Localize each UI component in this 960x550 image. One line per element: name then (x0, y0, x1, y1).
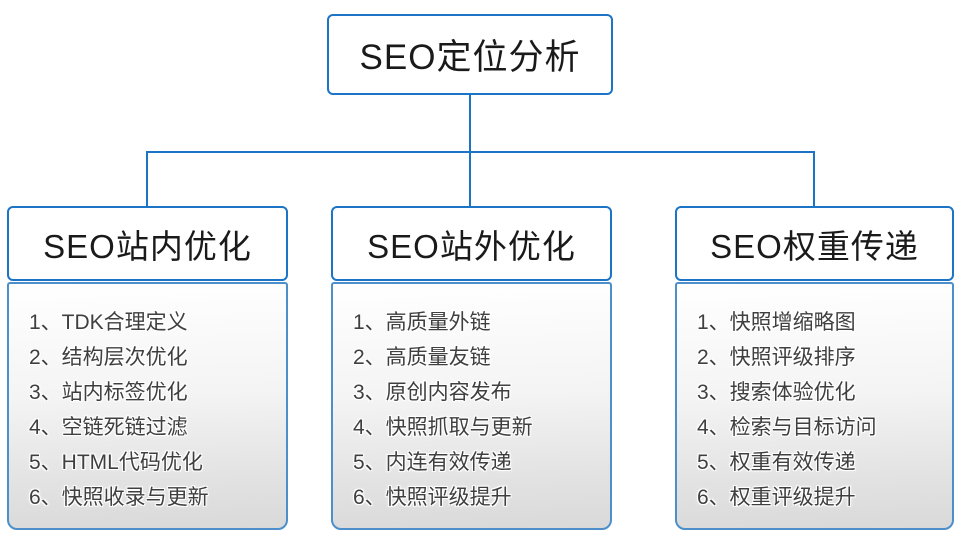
connector-horizontal-bar (146, 151, 815, 153)
list-item: 3、站内标签优化 (29, 381, 188, 404)
branch-title-offsite-optimization: SEO站外优化 (331, 206, 612, 281)
list-item: 4、检索与目标访问 (697, 416, 877, 439)
list-item: 2、结构层次优化 (29, 346, 188, 369)
branch-panel-onsite-optimization: 1、TDK合理定义 2、结构层次优化 3、站内标签优化 4、空链死链过滤 5、H… (7, 282, 288, 530)
list-item: 6、快照收录与更新 (29, 486, 209, 509)
list-item: 2、快照评级排序 (697, 346, 856, 369)
list-item: 4、空链死链过滤 (29, 416, 188, 439)
list-item: 3、原创内容发布 (353, 381, 512, 404)
branch-title-label: SEO站内优化 (43, 227, 252, 265)
branch-title-label: SEO权重传递 (710, 227, 919, 265)
branch-panel-offsite-optimization: 1、高质量外链 2、高质量友链 3、原创内容发布 4、快照抓取与更新 5、内连有… (331, 282, 612, 530)
list-item: 1、快照增缩略图 (697, 311, 856, 334)
list-item: 1、高质量外链 (353, 311, 491, 334)
list-item: 5、HTML代码优化 (29, 451, 203, 474)
connector-drop-right-branch (813, 151, 815, 207)
list-item: 5、权重有效传递 (697, 451, 856, 474)
connector-root-stem (469, 95, 471, 152)
list-item: 5、内连有效传递 (353, 451, 512, 474)
list-item: 1、TDK合理定义 (29, 311, 188, 334)
branch-title-label: SEO站外优化 (367, 227, 576, 265)
list-item: 3、搜索体验优化 (697, 381, 856, 404)
root-node-seo-positioning-analysis: SEO定位分析 (327, 14, 613, 95)
list-item: 2、高质量友链 (353, 346, 491, 369)
branch-title-weight-transfer: SEO权重传递 (675, 206, 954, 281)
list-item: 4、快照抓取与更新 (353, 416, 533, 439)
connector-drop-left-branch (146, 151, 148, 207)
connector-drop-middle-branch (469, 151, 471, 207)
list-item: 6、快照评级提升 (353, 486, 512, 509)
list-item: 6、权重评级提升 (697, 486, 856, 509)
branch-panel-weight-transfer: 1、快照增缩略图 2、快照评级排序 3、搜索体验优化 4、检索与目标访问 5、权… (675, 282, 954, 530)
root-node-label: SEO定位分析 (359, 38, 581, 77)
branch-title-onsite-optimization: SEO站内优化 (7, 206, 288, 281)
